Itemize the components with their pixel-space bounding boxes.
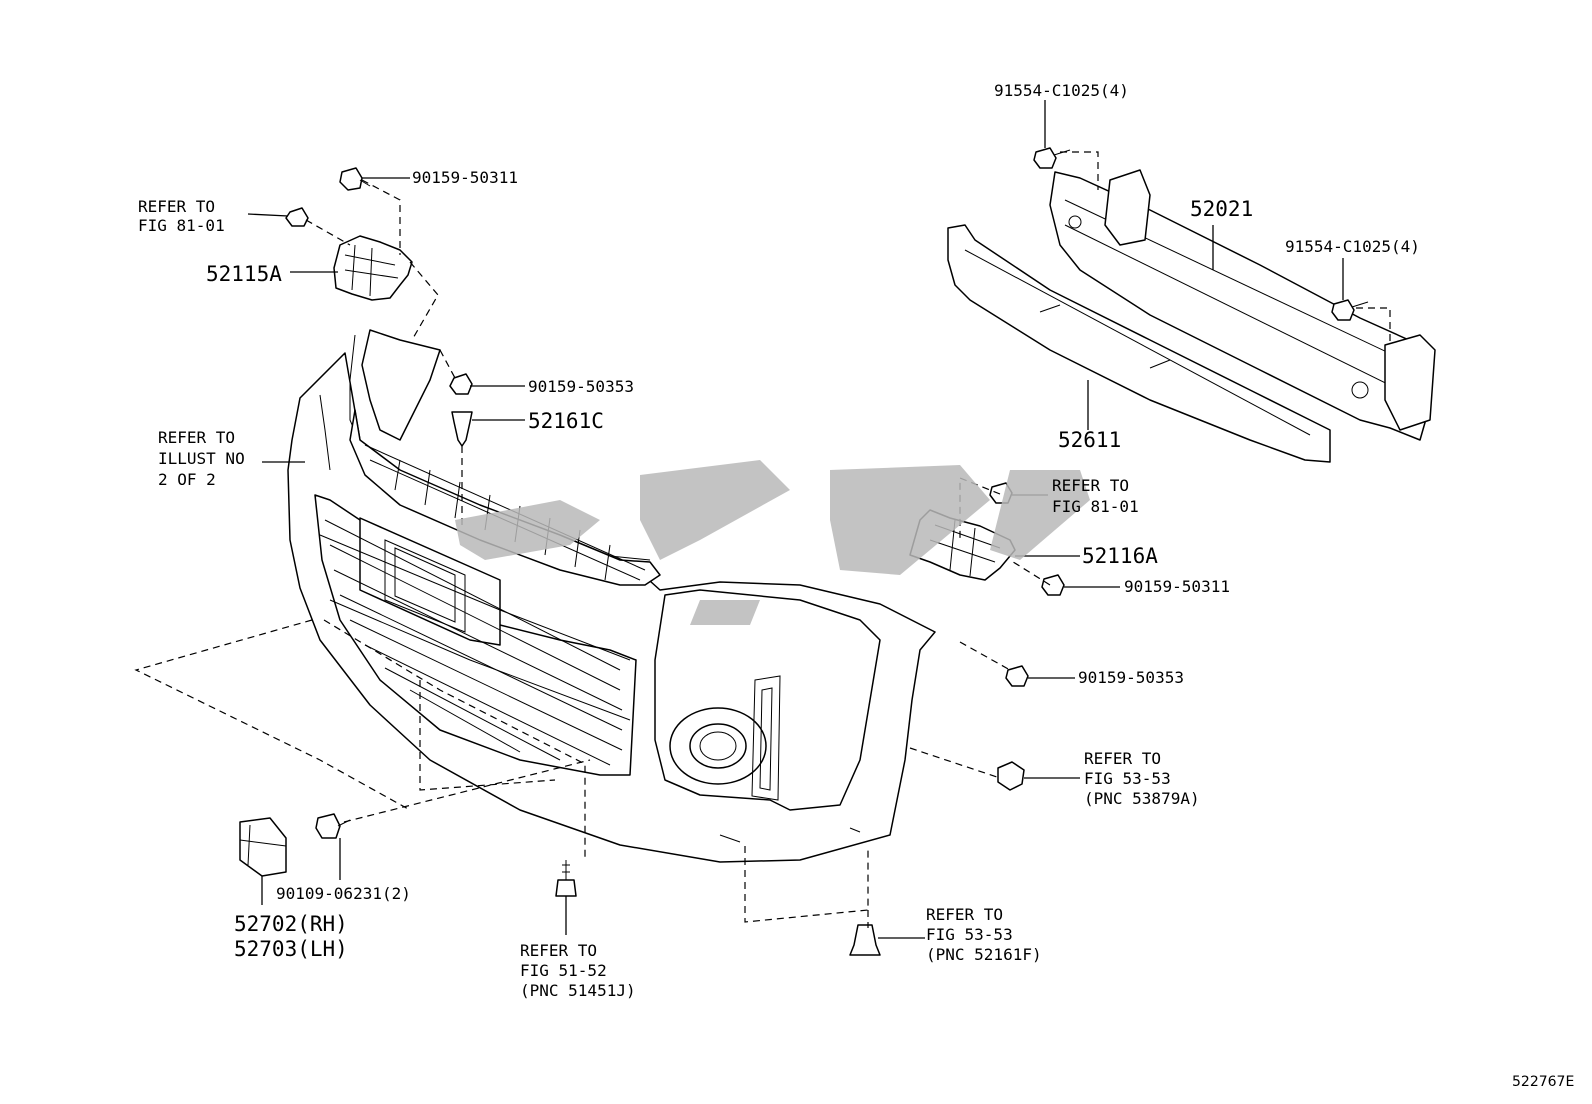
labels: 90159-50311 REFER TO FIG 81-01 52115A 90… bbox=[138, 81, 1574, 1090]
label-refer-fig-5353-a-line2: FIG 53-53 bbox=[1084, 769, 1171, 788]
bolt-icon bbox=[1033, 147, 1071, 169]
clip-icon bbox=[997, 761, 1025, 791]
label-refer-fig-5353-f-line3: (PNC 52161F) bbox=[926, 945, 1042, 964]
label-refer-fig-8101-left-line2: FIG 81-01 bbox=[138, 216, 225, 235]
label-clip-grille: 52161C bbox=[528, 409, 604, 433]
bolt-icon bbox=[339, 167, 371, 191]
nut-icon bbox=[449, 373, 473, 395]
label-absorber: 52611 bbox=[1058, 428, 1121, 452]
bolt-icon bbox=[315, 813, 351, 839]
label-refer-illust-line3: 2 OF 2 bbox=[158, 470, 216, 489]
label-nut-side: 90159-50353 bbox=[1078, 668, 1184, 687]
label-refer-fig-8101-right-line1: REFER TO bbox=[1052, 476, 1129, 495]
assembly-lines bbox=[134, 151, 1391, 928]
bracket-52115a bbox=[333, 235, 413, 301]
label-reinforcement: 52021 bbox=[1190, 197, 1253, 221]
screw-icon bbox=[555, 860, 577, 897]
reinforcement-52021 bbox=[1049, 169, 1436, 441]
label-refer-fig-5353-f-line2: FIG 53-53 bbox=[926, 925, 1013, 944]
bumper-cover bbox=[287, 334, 936, 863]
bolt-icon bbox=[285, 207, 309, 227]
label-refer-fig-8101-right-line2: FIG 81-01 bbox=[1052, 497, 1139, 516]
label-bracket-right: 52116A bbox=[1082, 544, 1158, 568]
label-refer-fig-5152-line3: (PNC 51451J) bbox=[520, 981, 636, 1000]
label-refer-illust-line1: REFER TO bbox=[158, 428, 235, 447]
label-refer-fig-5353-a-line1: REFER TO bbox=[1084, 749, 1161, 768]
nut-icon bbox=[1005, 665, 1029, 687]
label-bolt-right: 91554-C1025(4) bbox=[1285, 237, 1420, 256]
absorber-52611 bbox=[947, 224, 1331, 463]
bolt-icon bbox=[1041, 574, 1065, 596]
label-refer-fig-5353-f-line1: REFER TO bbox=[926, 905, 1003, 924]
label-nut-grille: 90159-50353 bbox=[528, 377, 634, 396]
fasteners bbox=[239, 147, 1369, 956]
label-bolt-bottom: 90109-06231(2) bbox=[276, 884, 411, 903]
label-bracket-left: 52115A bbox=[206, 262, 282, 286]
clip-icon bbox=[451, 411, 473, 447]
label-bolt-top-right: 91554-C1025(4) bbox=[994, 81, 1129, 100]
upper-grille bbox=[349, 329, 661, 586]
label-seal-lh: 52703(LH) bbox=[234, 937, 348, 961]
label-refer-fig-5152-line1: REFER TO bbox=[520, 941, 597, 960]
label-seal-rh: 52702(RH) bbox=[234, 912, 348, 936]
label-top-bolt: 90159-50311 bbox=[412, 168, 518, 187]
label-refer-fig-5152-line2: FIG 51-52 bbox=[520, 961, 607, 980]
clip-icon bbox=[849, 924, 881, 956]
watermark-logo bbox=[455, 460, 1090, 625]
seal-part bbox=[239, 817, 287, 877]
label-refer-fig-5353-a-line3: (PNC 53879A) bbox=[1084, 789, 1200, 808]
label-refer-illust-line2: ILLUST NO bbox=[158, 449, 245, 468]
bolt-icon bbox=[1331, 299, 1369, 321]
label-refer-fig-8101-left-line1: REFER TO bbox=[138, 197, 215, 216]
label-bolt-right-bracket: 90159-50311 bbox=[1124, 577, 1230, 596]
illustration-code: 522767E bbox=[1512, 1074, 1574, 1090]
